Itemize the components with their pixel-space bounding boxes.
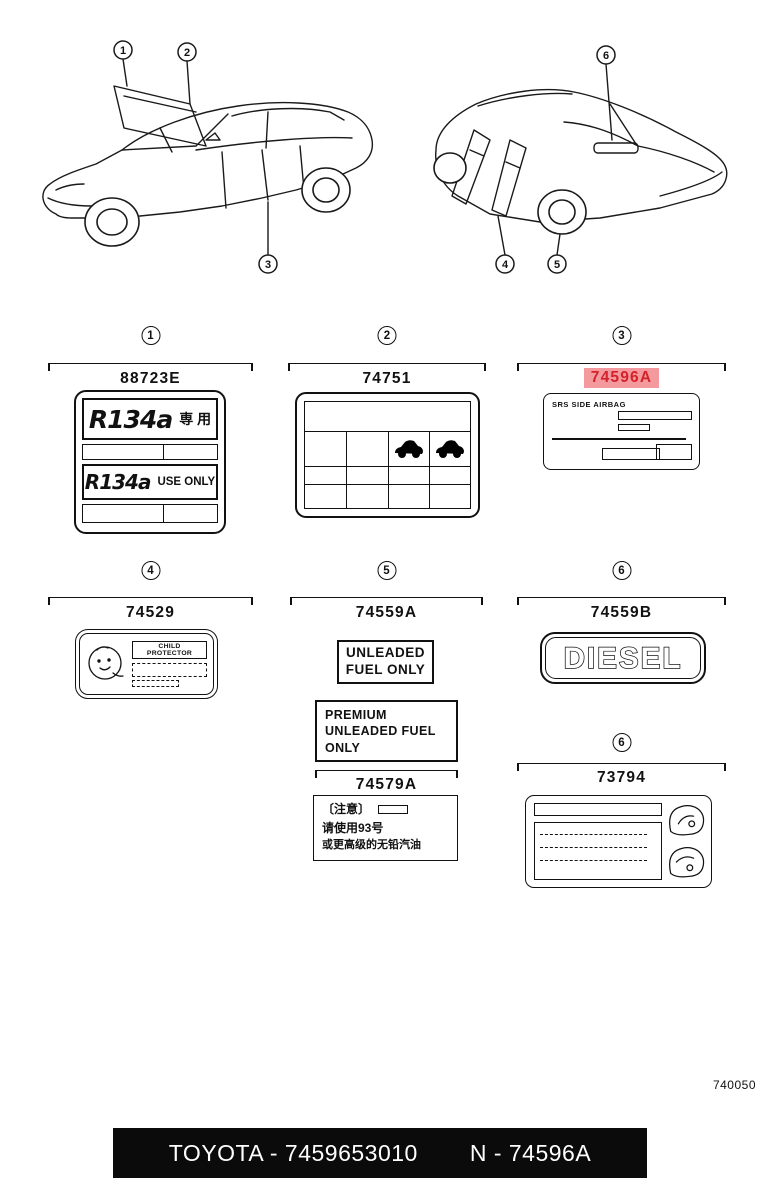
label-field-row — [82, 504, 218, 523]
label-text-area — [534, 822, 662, 880]
callout-3 — [258, 254, 278, 274]
part-bracket — [315, 770, 458, 779]
label-rule — [552, 438, 686, 440]
part-bracket — [517, 597, 726, 606]
callout-1 — [113, 40, 133, 60]
child-protector-label: CHILD PROTECTOR — [75, 629, 218, 699]
part-number: 74579A — [355, 776, 418, 793]
caution-cn-line1: 〔注意〕 — [322, 802, 371, 816]
label-table — [304, 401, 471, 509]
section-number-badge: 1 — [141, 326, 160, 345]
r134a-bottom-row: R134a USE ONLY — [82, 464, 218, 500]
part-number: 74559B — [590, 604, 653, 621]
car-icon — [394, 440, 423, 458]
r134a-top-row: R134a 専 用 — [82, 398, 218, 440]
footer-part-full: TOYOTA - 7459653010 — [168, 1139, 418, 1166]
svg-text:DIESEL: DIESEL — [564, 642, 683, 675]
part-number: 74529 — [125, 604, 176, 621]
svg-text:1: 1 — [120, 45, 126, 57]
label-dashed-block — [132, 680, 179, 687]
svg-text:2: 2 — [184, 47, 190, 59]
door-caution-label — [525, 795, 712, 888]
child-protector-title: CHILD PROTECTOR — [132, 641, 207, 659]
premium-line1: PREMIUM — [325, 708, 387, 722]
part-number: 73794 — [596, 769, 647, 786]
callout-5 — [547, 254, 567, 274]
part-bracket — [290, 597, 483, 606]
footer-part-bar: TOYOTA - 7459653010 N - 74596A — [113, 1128, 647, 1178]
unleaded-line2: FUEL ONLY — [345, 662, 426, 677]
premium-line3: ONLY — [325, 740, 361, 755]
premium-fuel-label: PREMIUM UNLEADED FUEL ONLY — [315, 700, 458, 762]
part-section-74529: 4 74529 CHILD PROTECTOR — [48, 561, 253, 711]
label-dashed-block — [132, 663, 207, 677]
svg-text:4: 4 — [502, 259, 509, 271]
sedan-hood-open-illustration: 1 2 3 — [42, 40, 374, 274]
part-section-74559a: 5 74559A UNLEADED FUEL ONLY — [290, 561, 483, 701]
part-section-74559b: 6 74559B DIESEL — [517, 561, 726, 701]
part-bracket — [48, 363, 253, 372]
section-number-badge: 2 — [377, 326, 397, 345]
use-only-text: USE ONLY — [157, 476, 216, 488]
car-icon — [435, 440, 464, 458]
r134a-label: R134a 専 用 R134a USE ONLY — [74, 390, 226, 534]
part-section-73794: 6 73794 — [517, 733, 726, 898]
part-section-74596a: 3 74596A SRS SIDE AIRBAG — [517, 326, 726, 486]
unleaded-line1: UNLEADED — [345, 645, 425, 661]
footer-part-short: N - 74596A — [469, 1139, 592, 1166]
part-section-74579a: 74579A 〔注意〕 请使用93号 或更高级的无铅汽油 — [290, 733, 483, 873]
diesel-wordmark: DIESEL — [563, 641, 683, 675]
hand-lever-pictogram — [669, 805, 705, 836]
highlight-badge: 74596A — [583, 368, 660, 388]
r134a-kanji: 専 用 — [179, 411, 212, 427]
part-section-88723e: 1 88723E R134a 専 用 R134a USE ONLY — [48, 326, 253, 546]
sedan-rear-doors-open-illustration: 6 4 5 — [433, 45, 728, 274]
label-text-block — [602, 448, 660, 460]
part-number: 74751 — [362, 370, 412, 387]
svg-text:3: 3 — [265, 259, 271, 271]
srs-airbag-label: SRS SIDE AIRBAG — [543, 393, 700, 470]
chinese-caution-label: 〔注意〕 请使用93号 或更高级的无铅汽油 — [313, 795, 458, 861]
part-bracket — [288, 363, 486, 372]
part-number-highlighted: 74596A — [517, 368, 726, 388]
label-text-block — [618, 411, 692, 420]
callout-2 — [177, 42, 197, 62]
part-section-74751: 2 74751 — [288, 326, 486, 526]
section-number-badge: 6 — [612, 561, 631, 580]
label-title-bar — [534, 803, 662, 816]
section-number-badge: 4 — [141, 561, 160, 580]
r134a-logo: R134a — [84, 470, 152, 494]
svg-text:6: 6 — [603, 50, 609, 62]
vehicle-diagram: 1 2 3 6 4 — [42, 40, 728, 274]
section-number-badge: 5 — [377, 561, 396, 580]
unleaded-fuel-label: UNLEADED FUEL ONLY — [337, 640, 434, 684]
label-field-row — [82, 444, 218, 460]
part-bracket — [48, 597, 253, 606]
part-number: 88723E — [120, 370, 181, 387]
srs-title: SRS SIDE AIRBAG — [552, 400, 626, 409]
callout-6 — [596, 45, 616, 65]
diesel-label: DIESEL — [540, 632, 706, 684]
hand-lever-pictogram — [669, 847, 705, 878]
section-number-badge: 6 — [612, 733, 631, 752]
callout-4 — [495, 254, 515, 274]
part-bracket — [517, 763, 726, 772]
r134a-logo: R134a — [88, 404, 173, 434]
caution-cn-line3: 或更高级的无铅汽油 — [322, 839, 421, 852]
section-number-badge: 3 — [612, 326, 631, 345]
label-text-block — [656, 444, 692, 460]
label-text-block — [618, 424, 650, 431]
premium-line2: UNLEADED FUEL — [325, 724, 436, 739]
part-bracket — [517, 363, 726, 372]
diagram-code: 740050 — [712, 1078, 756, 1092]
svg-text:5: 5 — [554, 259, 560, 271]
caution-cn-line2: 请使用93号 — [322, 820, 384, 835]
fuel-info-label — [295, 392, 480, 518]
label-field-box — [378, 804, 409, 814]
part-number: 74559A — [355, 604, 418, 621]
child-face-icon — [88, 646, 124, 680]
